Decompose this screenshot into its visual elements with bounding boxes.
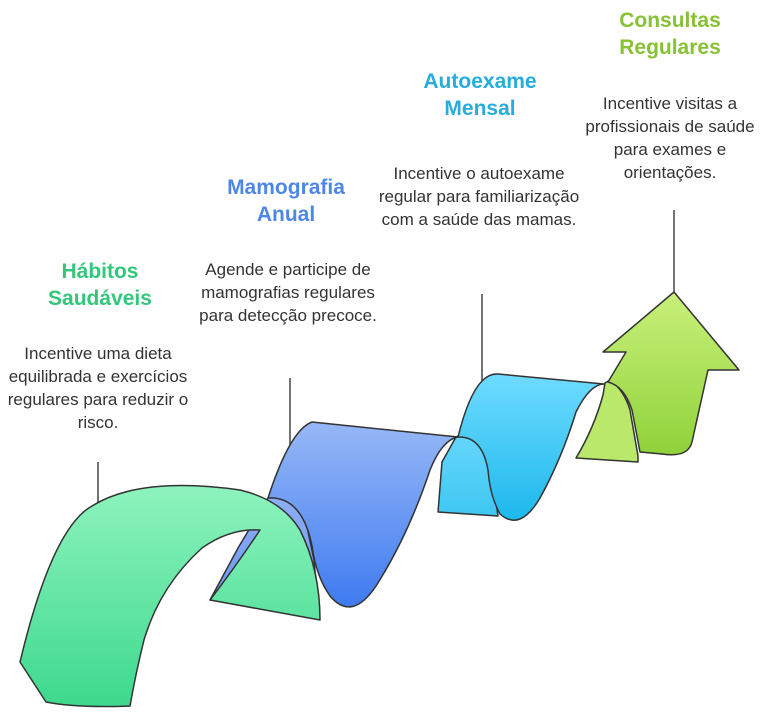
step-3-description: Incentive o autoexame regular para famil… (378, 164, 580, 229)
step-3-title: Autoexame Mensal (423, 70, 537, 120)
ribbon-segment-3 (437, 373, 605, 521)
ribbon-segment-1 (19, 484, 321, 708)
step-2-description: Agende e participe de mamografias regula… (199, 260, 377, 325)
arrow-head-icon (602, 291, 740, 456)
step-2-title: Mamografia Anual (227, 176, 345, 226)
step-4-description: Incentive visitas a profissionais de saú… (585, 94, 755, 182)
step-1-title: Hábitos Saudáveis (48, 260, 152, 310)
step-4-title: Consultas Regulares (619, 9, 721, 59)
step-1-description: Incentive uma dieta equilibrada e exercí… (7, 344, 189, 432)
ribbon-segment-4 (575, 291, 740, 463)
